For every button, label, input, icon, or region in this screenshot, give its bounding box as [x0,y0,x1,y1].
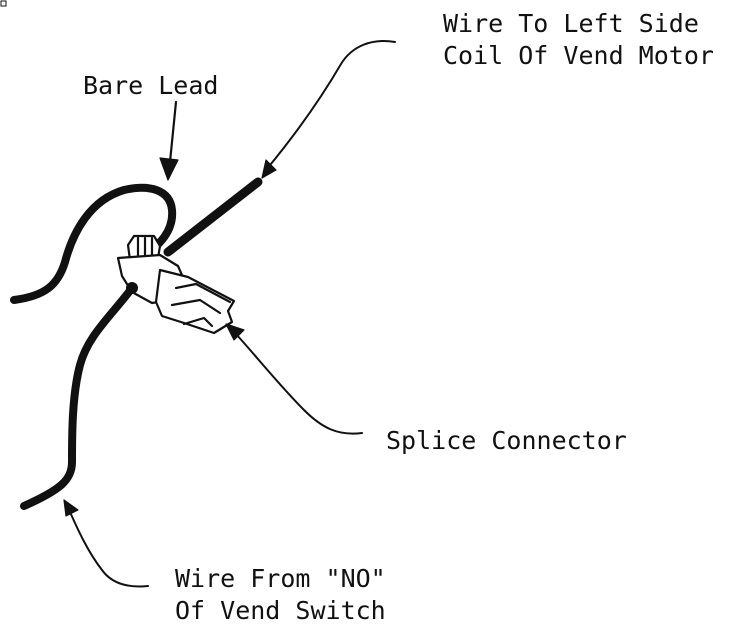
label-wire-to-motor-line-1: Wire To Left Side [443,9,699,38]
label-wire-to-motor: Wire To Left Side Coil Of Vend Motor [443,8,714,72]
bare-lead-wire [10,183,177,304]
label-wire-from-switch-line-1: Wire From "NO" [175,564,386,593]
label-wire-from-switch: Wire From "NO" Of Vend Switch [175,563,386,627]
label-wire-to-motor-line-2: Coil Of Vend Motor [443,41,714,70]
leader-line-splice [235,333,363,435]
wire-to-motor [163,177,263,257]
arrowhead-bare-lead [159,157,179,181]
label-bare-lead: Bare Lead [83,71,219,100]
connector-tab-ribs [136,236,154,258]
arrowhead-motor [261,159,277,179]
leader-line-bare-lead [168,100,178,164]
corner-mark-icon [0,0,7,7]
arrowhead-splice [225,323,245,341]
connector-wire-entry [126,282,138,294]
label-splice-connector: Splice Connector [386,426,627,455]
label-wire-from-switch-line-2: Of Vend Switch [175,596,386,625]
connector-wing-folds [170,282,232,328]
leader-line-switch [69,511,149,588]
arrowhead-switch [63,499,79,517]
wire-from-switch [20,284,136,510]
leader-line-motor [265,40,396,171]
